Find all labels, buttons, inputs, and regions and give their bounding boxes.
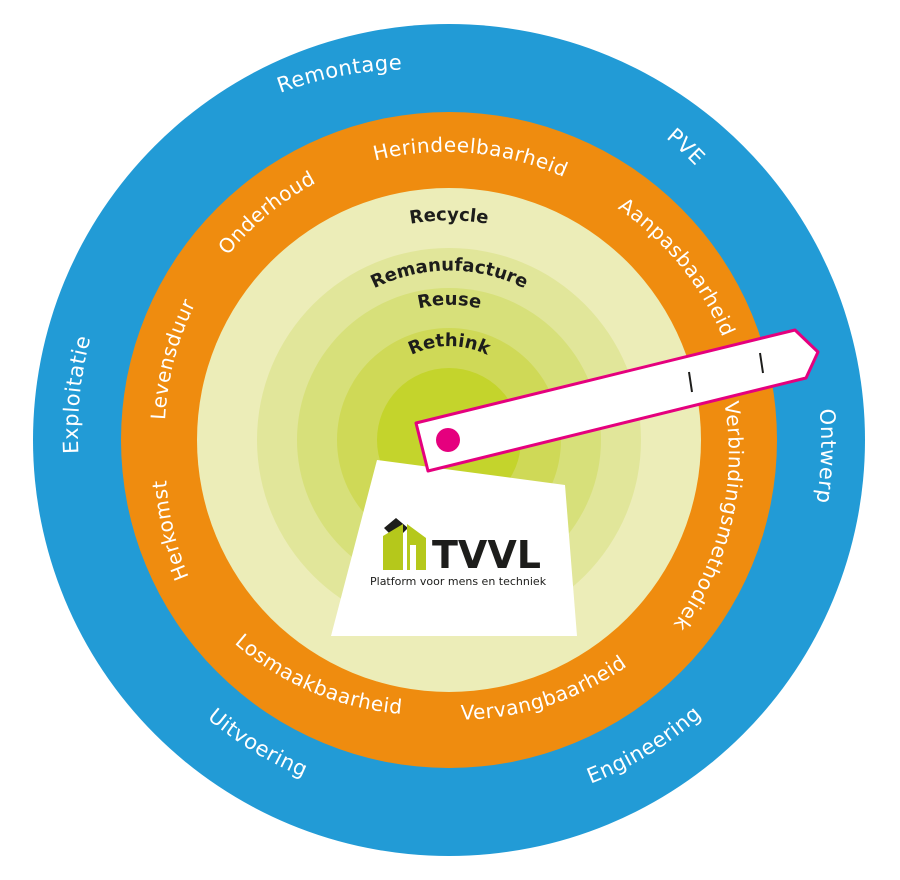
svg-text:Recycle: Recycle [408,204,490,228]
tvvl-logo-icon [383,518,426,570]
pointer-arm[interactable] [414,328,820,473]
pointer-tick-mark-icon [688,371,693,393]
pointer-pivot-dot-icon [436,428,460,452]
logo-tagline: Platform voor mens en techniek [370,575,547,588]
logo-wordmark: TVVL [432,533,541,577]
inner-label-recycle: Recycle [408,204,490,228]
logo-card: TVVL Platform voor mens en techniek [331,460,577,636]
pointer-tick-mark-icon [759,352,764,374]
outer-label-ontwerp: Ontwerp [811,408,839,505]
svg-text:Ontwerp: Ontwerp [811,408,840,505]
svg-text:Reuse: Reuse [416,289,484,314]
inner-label-reuse: Reuse [416,289,484,314]
